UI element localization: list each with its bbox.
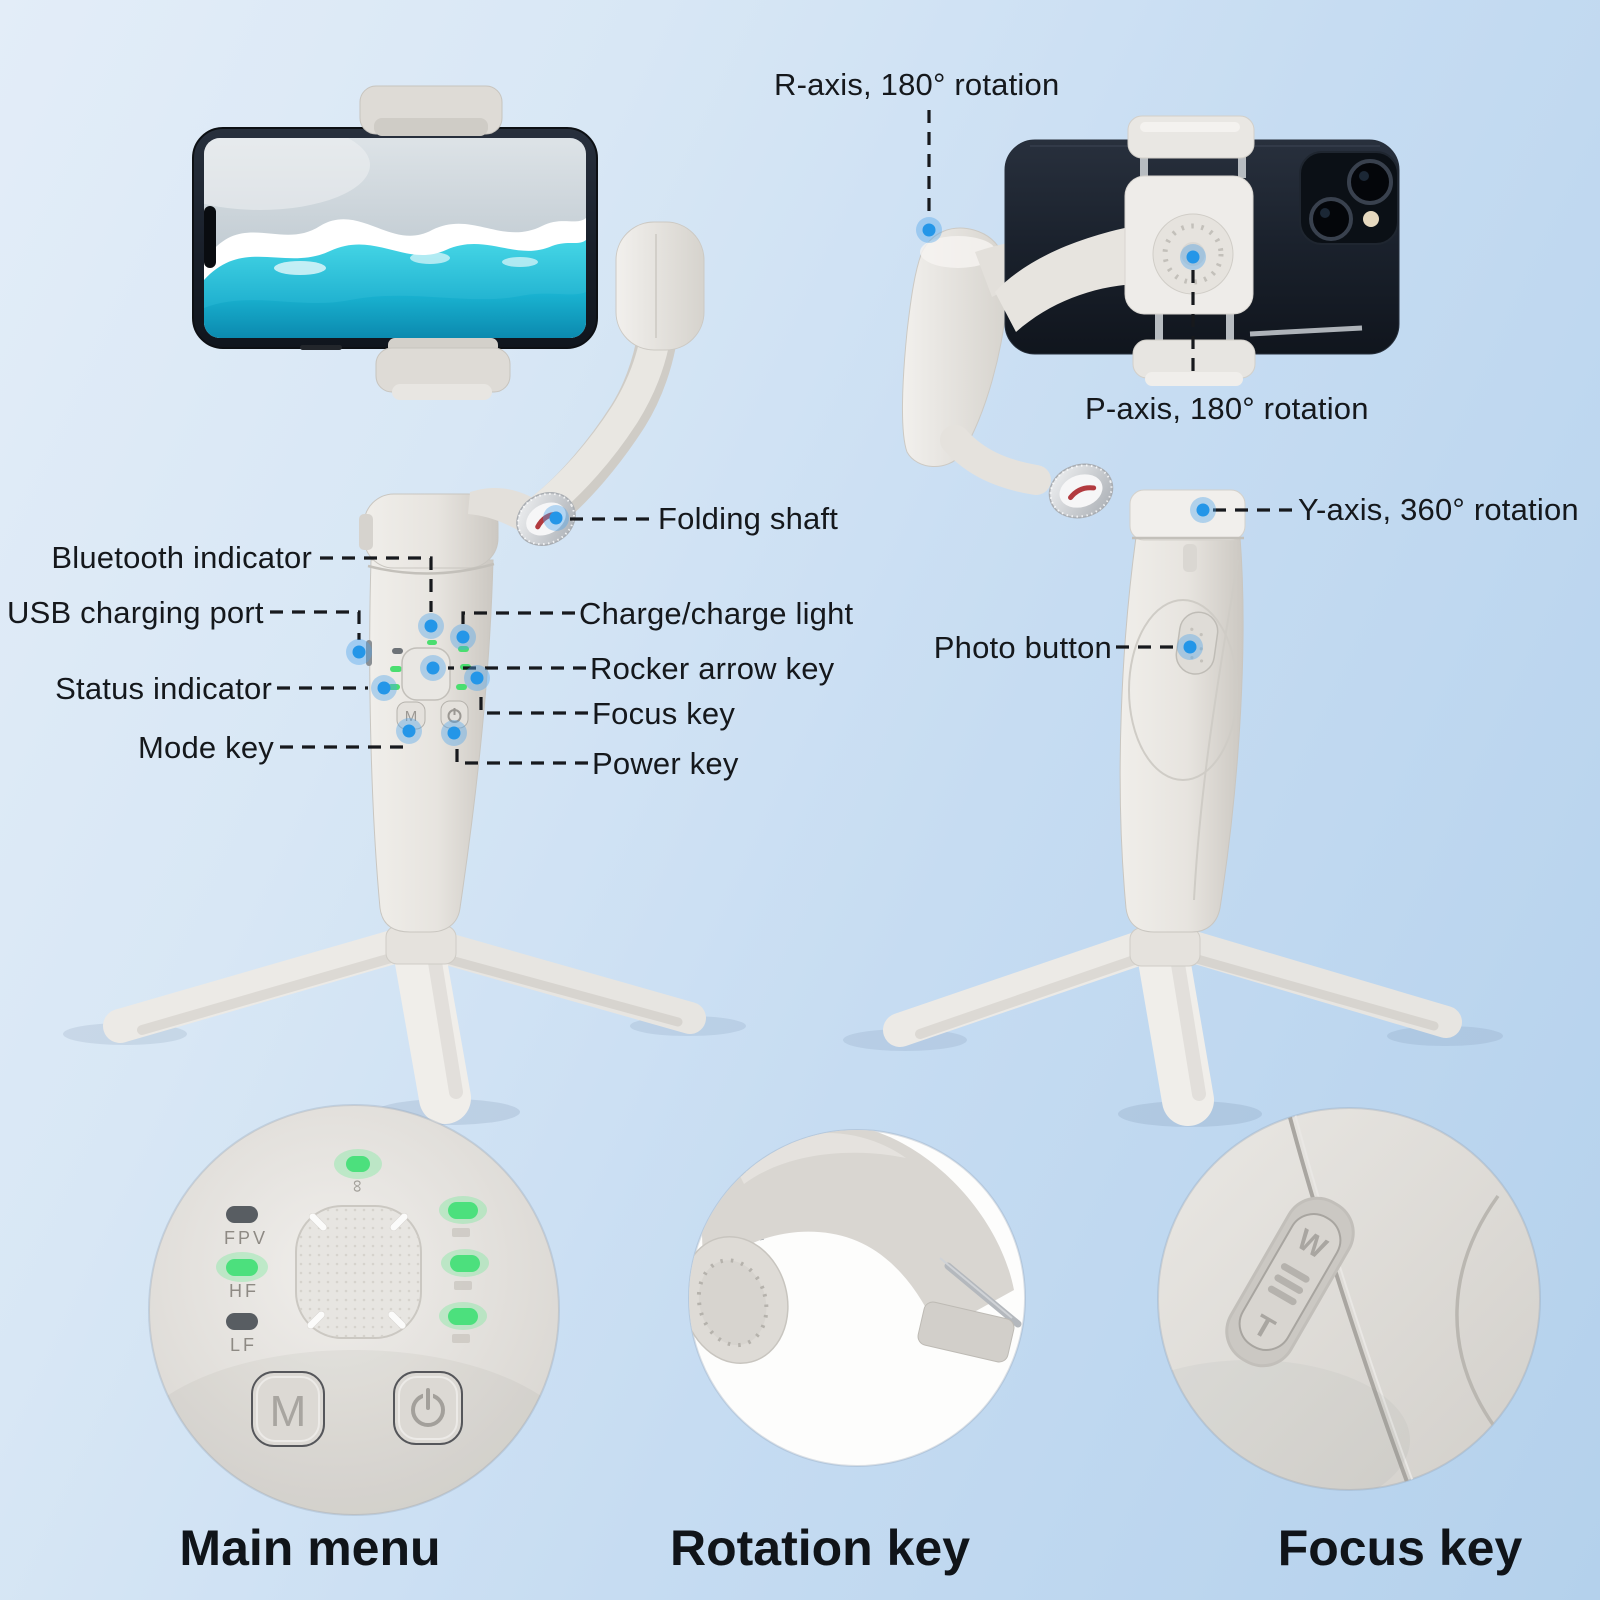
phone-notch: [204, 206, 216, 268]
callout-y-axis: Y-axis, 360° rotation: [1298, 492, 1579, 527]
charge-led: [458, 646, 469, 652]
callout-dots: [346, 217, 1216, 746]
callout-status: Status indicator: [55, 671, 272, 706]
callout-rocker: Rocker arrow key: [590, 651, 835, 686]
caption-main-menu: Main menu: [179, 1520, 441, 1576]
callout-mode: Mode key: [138, 730, 274, 765]
line-charge: [461, 611, 575, 625]
focus-key-closeup: W T: [1157, 1107, 1541, 1491]
line-power: [455, 744, 588, 765]
callout-focus: Focus key: [592, 696, 736, 731]
line-bluetooth: [320, 556, 433, 612]
mode-button-letter: M: [270, 1387, 307, 1436]
callout-p-axis: P-axis, 180° rotation: [1085, 391, 1369, 426]
right-clamp: [1127, 115, 1363, 346]
focus-slider: W T: [1225, 1196, 1355, 1368]
status-led-green: [390, 666, 402, 672]
led-label-hf: HF: [229, 1281, 259, 1301]
bluetooth-led: [427, 640, 437, 645]
rotation-dial: [689, 1235, 789, 1365]
power-icon: [411, 1388, 445, 1427]
left-phone: [192, 127, 598, 350]
main-menu-closeup: ∞ FPV HF LF: [148, 1104, 560, 1516]
line-usb: [270, 610, 361, 640]
callout-folding-shaft: Folding shaft: [658, 501, 839, 536]
led-label-fpv: FPV: [224, 1228, 268, 1248]
caption-rotation-key: Rotation key: [669, 1520, 971, 1576]
right-gimbal: [843, 115, 1503, 1127]
phone-screen: [204, 138, 586, 338]
left-arm: [525, 221, 705, 532]
callout-usb: USB charging port: [7, 595, 264, 630]
camera-module: [1299, 151, 1399, 245]
usb-port: [366, 640, 372, 666]
mode-button-closeup: M: [251, 1371, 325, 1447]
rocker-pad-closeup: [295, 1205, 422, 1339]
led-label-lf: LF: [230, 1335, 257, 1355]
left-phone-clamp: [359, 85, 511, 400]
folding-shaft-right: [1048, 463, 1114, 519]
rocker-pad: [401, 647, 451, 701]
right-tripod: [883, 916, 1462, 1126]
line-mode: [280, 739, 405, 749]
power-button-closeup: [393, 1371, 463, 1445]
caption-focus-key: Focus key: [1277, 1520, 1523, 1576]
mode-key-letter: M: [405, 708, 418, 725]
callout-lines: [270, 110, 1292, 765]
left-tripod: [103, 914, 706, 1124]
photo-button: [1175, 611, 1219, 675]
callout-power: Power key: [592, 746, 739, 781]
bluetooth-icon: ∞: [348, 1180, 368, 1193]
callout-r-axis: R-axis, 180° rotation: [774, 67, 1060, 102]
callout-charge: Charge/charge light: [579, 596, 854, 631]
callout-photo: Photo button: [933, 630, 1112, 665]
left-gimbal: M: [63, 85, 746, 1125]
callout-bluetooth: Bluetooth indicator: [51, 540, 312, 575]
rotation-key-closeup: [688, 1129, 1026, 1467]
right-handle: [1119, 489, 1246, 933]
line-focus: [479, 691, 588, 715]
status-led-off: [392, 648, 403, 654]
